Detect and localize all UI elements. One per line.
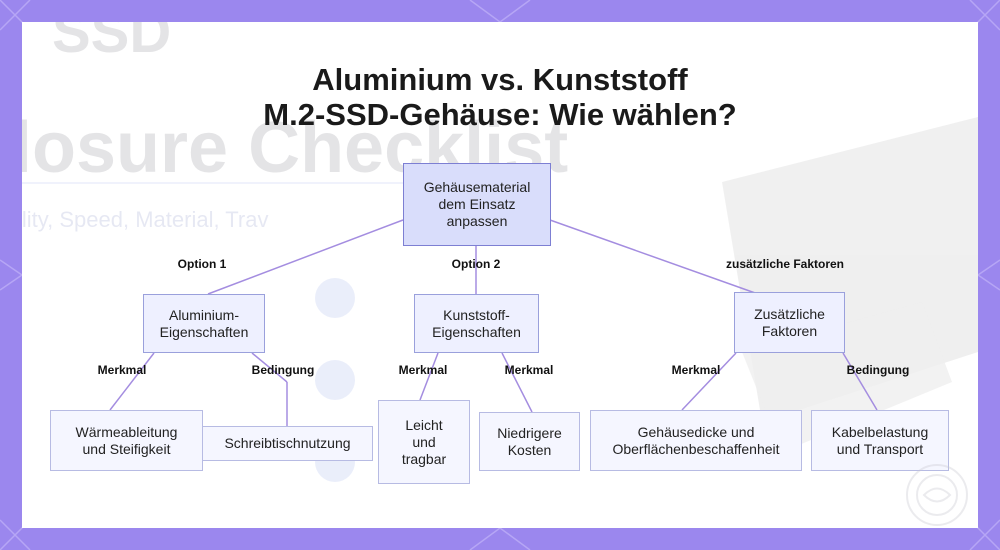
title-line-2: M.2-SSD-Gehäuse: Wie wählen?: [263, 97, 737, 132]
kosten-node: Niedrigere Kosten: [479, 412, 580, 471]
background-text-3: ility, Speed, Material, Trav: [22, 207, 268, 232]
aluminium-node: Aluminium- Eigenschaften: [143, 294, 265, 353]
connector-alu-waerme: [109, 352, 155, 411]
diagram-card: SSD losure Checklist ility, Speed, Mater…: [22, 22, 978, 528]
kosten-node-line-1: Niedrigere: [497, 424, 562, 441]
zusatz-node: Zusätzliche Faktoren: [734, 292, 845, 353]
edge-label-kunst-merkmal-1: Merkmal: [398, 363, 448, 377]
kunststoff-node-line-2: Eigenschaften: [432, 323, 521, 340]
connector-kunst-leicht: [419, 352, 439, 401]
title-line-1: Aluminium vs. Kunststoff: [312, 62, 688, 97]
gehaeuse-node: Gehäusedicke und Oberflächenbeschaffenhe…: [590, 410, 802, 471]
zusatz-node-line-1: Zusätzliche: [754, 305, 825, 322]
waerme-node-line-1: Wärmeableitung: [75, 423, 178, 440]
leicht-node: Leicht und tragbar: [378, 400, 470, 484]
edge-label-alu-bedingung: Bedingung: [251, 363, 315, 377]
edge-label-option-1: Option 1: [177, 257, 227, 271]
connector-root-zusatz: [549, 219, 759, 295]
schreibtisch-node-line-1: Schreibtischnutzung: [224, 435, 351, 451]
connector-kunst-kosten: [501, 352, 533, 413]
kosten-node-line-2: Kosten: [507, 441, 552, 458]
root-node-line-1: Gehäusematerial: [423, 179, 531, 195]
zusatz-node-line-2: Faktoren: [761, 322, 818, 339]
kunststoff-node-line-1: Kunststoff-: [443, 306, 510, 323]
aluminium-node-line-1: Aluminium-: [168, 306, 239, 323]
root-node-line-2: dem Einsatz: [438, 196, 516, 212]
waerme-node-line-2: und Steifigkeit: [82, 440, 171, 457]
watermark-logo: [906, 464, 968, 526]
kabel-node-line-2: und Transport: [836, 440, 924, 457]
page-title: Aluminium vs. Kunststoff M.2-SSD-Gehäuse…: [22, 62, 978, 132]
leicht-node-line-2: und: [412, 433, 436, 450]
kabel-node-line-1: Kabelbelastung: [831, 423, 929, 440]
edge-label-kunst-merkmal-2: Merkmal: [504, 363, 554, 377]
aluminium-node-line-2: Eigenschaften: [159, 323, 249, 340]
waerme-node: Wärmeableitung und Steifigkeit: [50, 410, 203, 471]
root-node-line-3: anpassen: [446, 213, 508, 229]
edge-label-zusatz-bedingung: Bedingung: [846, 363, 910, 377]
connector-zusatz-gehaeuse: [681, 352, 737, 411]
leicht-node-line-3: tragbar: [401, 450, 447, 467]
background-text-1: SSD: [52, 22, 171, 65]
gehaeuse-node-line-2: Oberflächenbeschaffenheit: [612, 440, 780, 457]
connector-lines: [109, 219, 878, 426]
edge-label-option-2: Option 2: [451, 257, 501, 271]
leicht-node-line-1: Leicht: [405, 416, 443, 433]
connector-zusatz-kabel: [842, 352, 878, 411]
root-node: Gehäusematerial dem Einsatz anpassen: [403, 163, 551, 246]
schreibtisch-node: Schreibtischnutzung: [202, 426, 373, 461]
kunststoff-node: Kunststoff- Eigenschaften: [414, 294, 539, 353]
edge-label-zusatz: zusätzliche Faktoren: [725, 257, 845, 271]
connector-root-aluminium: [207, 219, 404, 295]
connector-alu-schreibtisch-1: [251, 352, 288, 383]
gehaeuse-node-line-1: Gehäusedicke und: [637, 423, 755, 440]
kabel-node: Kabelbelastung und Transport: [811, 410, 949, 471]
edge-label-zusatz-merkmal: Merkmal: [671, 363, 721, 377]
edge-label-alu-merkmal: Merkmal: [97, 363, 147, 377]
